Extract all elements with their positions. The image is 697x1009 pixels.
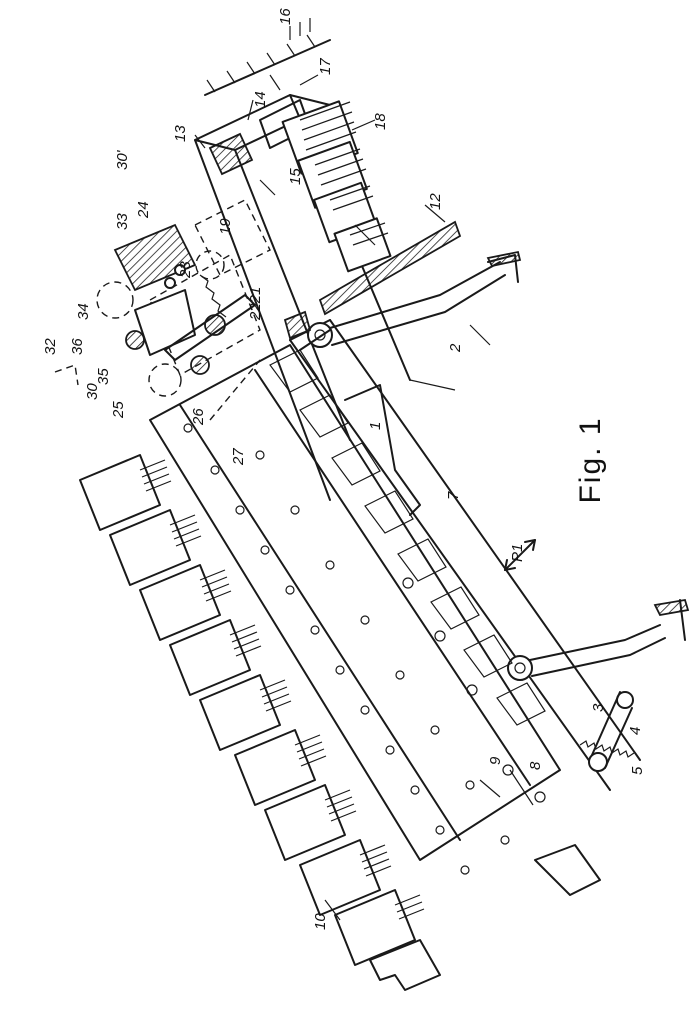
label-19: 19 (217, 218, 234, 235)
label-15: 15 (287, 168, 304, 185)
label-30: 30 (84, 383, 101, 400)
label-2221: 2221 (247, 287, 264, 321)
carrier-holes (183, 423, 510, 875)
label-5: 5 (629, 766, 646, 775)
plate-12 (318, 220, 462, 316)
main-frame (289, 319, 641, 791)
lever-2 (307, 250, 522, 348)
label-16: 16 (277, 8, 294, 25)
label-9: 9 (487, 756, 504, 765)
label-24: 24 (135, 201, 152, 219)
figure-caption: Fig. 1 (574, 416, 607, 503)
carrier-body (149, 344, 561, 861)
label-4: 4 (627, 727, 644, 735)
spring-link (579, 691, 635, 772)
wire-guides (139, 459, 425, 920)
label-36: 36 (69, 338, 86, 355)
label-2: 2 (447, 343, 464, 353)
label-12: 12 (427, 193, 444, 210)
label-7: 7 (445, 491, 462, 500)
carrier-feet (369, 844, 601, 991)
label-25: 25 (110, 401, 127, 419)
wall-frame (204, 18, 331, 96)
notched-plates (269, 329, 546, 726)
print-heads (79, 454, 416, 966)
label-17: 17 (317, 58, 334, 75)
leader-lines (194, 74, 534, 921)
label-26: 26 (190, 408, 207, 426)
label-14: 14 (252, 91, 269, 108)
linkage-mechanism (54, 199, 312, 421)
label-32: 32 (42, 338, 59, 355)
pins (402, 577, 546, 803)
label-13: 13 (172, 125, 189, 142)
label-1: 1 (367, 422, 384, 430)
direction-arrow (504, 539, 536, 571)
label-8: 8 (527, 761, 544, 770)
label-18: 18 (372, 113, 389, 130)
label-35: 35 (95, 368, 112, 385)
part-labels: 1 2 3 4 5 7 8 9 10 12 13 14 15 16 17 18 … (42, 8, 646, 930)
label-27: 27 (230, 448, 247, 466)
label-23: 23 (177, 261, 194, 279)
gear-stack (281, 100, 392, 273)
direction-label: P1 (509, 544, 526, 562)
lower-lever (507, 598, 690, 681)
label-3: 3 (590, 703, 607, 712)
label-30-prime: 30' (114, 149, 131, 170)
label-33: 33 (114, 213, 131, 230)
label-34: 34 (75, 303, 92, 320)
label-10: 10 (312, 913, 329, 930)
